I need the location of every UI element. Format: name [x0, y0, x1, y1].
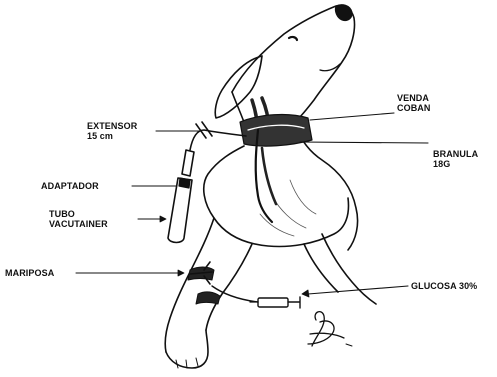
label-venda-line1: VENDA	[397, 93, 429, 103]
dog-paw	[166, 330, 208, 368]
label-venda-coban: VENDA COBAN	[397, 93, 431, 113]
label-tubo-line2: VACUTAINER	[49, 219, 108, 229]
label-tubo-vacutainer: TUBO VACUTAINER	[49, 209, 108, 229]
label-glucosa: GLUCOSA 30%	[411, 281, 477, 291]
label-adaptador-line1: ADAPTADOR	[41, 181, 99, 191]
label-branula: BRANULA 18G	[433, 149, 478, 169]
label-glucosa-line1: GLUCOSA 30%	[411, 281, 477, 291]
label-tubo-line1: TUBO	[49, 209, 75, 219]
leader-mariposa-arrow	[178, 270, 184, 276]
glucosa-syringe-body	[258, 298, 288, 307]
dog-leg-right	[322, 234, 376, 304]
extensor-tubing	[190, 130, 246, 150]
signature-mark	[346, 344, 352, 346]
chest-fur-lines	[260, 180, 316, 236]
dog-nose	[335, 5, 352, 21]
label-mariposa: MARIPOSA	[5, 268, 54, 278]
dog-leg-right-inner	[304, 244, 338, 292]
leg-band-lower	[196, 292, 220, 304]
tubo-vacutainer-cap	[179, 178, 190, 188]
dog-chest	[204, 146, 349, 247]
coban-band	[240, 115, 312, 147]
adaptador-body	[182, 150, 194, 176]
label-extensor-line2: 15 cm	[87, 131, 137, 141]
leader-tubo-arrow	[160, 216, 166, 222]
label-extensor: EXTENSOR 15 cm	[87, 121, 137, 141]
label-venda-line2: COBAN	[397, 103, 431, 113]
artist-signature	[308, 312, 344, 346]
dog-head	[232, 6, 355, 122]
label-branula-line2: 18G	[433, 159, 478, 169]
leader-glucosa-arrow	[302, 290, 309, 297]
leader-venda	[310, 113, 394, 120]
label-extensor-line1: EXTENSOR	[87, 121, 137, 131]
label-mariposa-line1: MARIPOSA	[5, 268, 54, 278]
paw-toes	[176, 358, 198, 368]
label-branula-line1: BRANULA	[433, 149, 478, 159]
jugular-vein-shading	[262, 148, 276, 204]
label-adaptador: ADAPTADOR	[41, 181, 99, 191]
leader-branula	[300, 142, 428, 143]
dog-eye	[289, 37, 297, 40]
glucosa-syringe-plunger	[288, 297, 300, 308]
leader-glucosa	[308, 286, 408, 294]
